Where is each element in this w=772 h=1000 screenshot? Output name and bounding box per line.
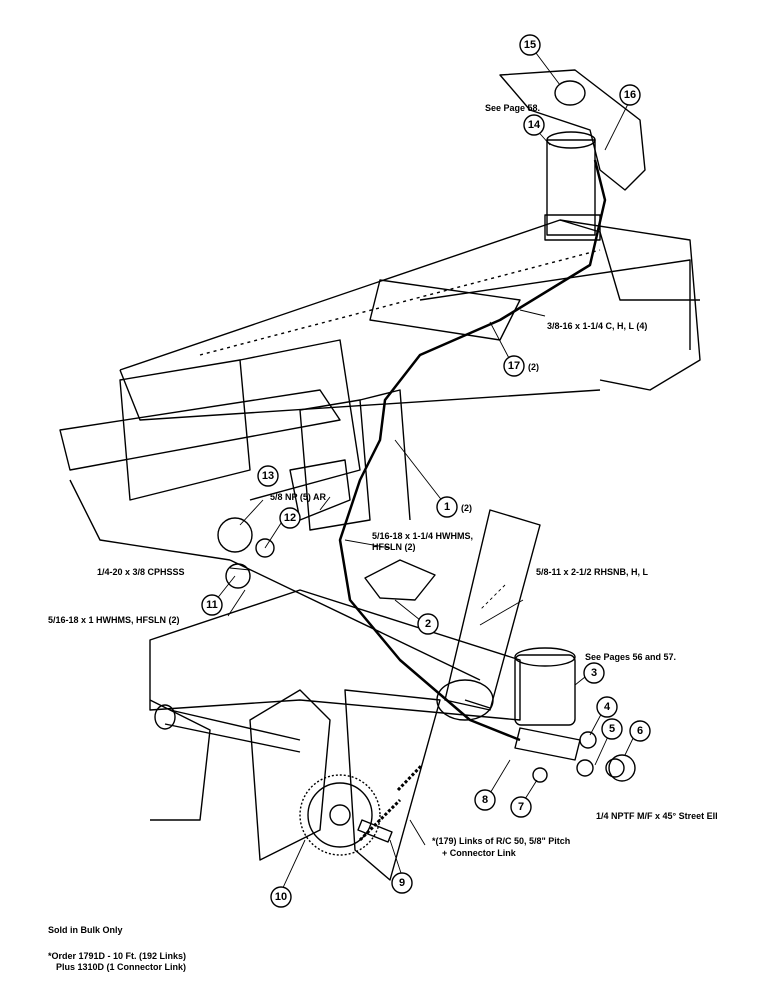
callout-15: 15 bbox=[519, 34, 541, 56]
lower-frame bbox=[149, 559, 521, 821]
svg-text:(2): (2) bbox=[528, 362, 539, 372]
callout-2: 2 bbox=[417, 613, 439, 635]
callout-14: 14 bbox=[523, 114, 545, 136]
sold-in-bulk-note: Sold in Bulk Only bbox=[48, 925, 123, 935]
callouts: 1 (2) 2 3 4 5 6 7 8 9 10 11 12 13 14 15 1… bbox=[201, 34, 651, 908]
pump-fittings bbox=[532, 731, 636, 783]
bearing-plate bbox=[249, 689, 331, 861]
svg-text:10: 10 bbox=[275, 891, 287, 903]
idler-arm bbox=[344, 509, 541, 881]
drive-sprocket bbox=[299, 774, 381, 856]
part-labels: See Page 58. 3/8-16 x 1-1/4 C, H, L (4) … bbox=[48, 103, 718, 858]
rear-frame bbox=[69, 339, 411, 561]
svg-text:5: 5 bbox=[609, 723, 615, 735]
callout-4: 4 bbox=[596, 696, 618, 718]
callout-9: 9 bbox=[391, 872, 413, 894]
svg-text:11: 11 bbox=[206, 599, 218, 611]
svg-text:1: 1 bbox=[444, 501, 450, 513]
svg-text:7: 7 bbox=[518, 801, 524, 813]
gear-assembly bbox=[217, 459, 351, 589]
callout-12: 12 bbox=[279, 507, 301, 529]
drive-shaft bbox=[154, 704, 301, 753]
bolt-nine bbox=[357, 819, 393, 843]
svg-text:4: 4 bbox=[604, 701, 611, 713]
bolt-516-18-114-label-line2: HFSLN (2) bbox=[372, 542, 416, 552]
callout-6: 6 bbox=[629, 720, 651, 742]
callout-7: 7 bbox=[510, 796, 532, 818]
screw-14-20-label: 1/4-20 x 3/8 CPHSSS bbox=[97, 567, 185, 577]
svg-text:16: 16 bbox=[624, 89, 636, 101]
see-page-58-label: See Page 58. bbox=[485, 103, 540, 113]
top-shield bbox=[499, 69, 646, 191]
np-58-label: 5/8 NP (5) AR bbox=[270, 492, 327, 502]
svg-text:8: 8 bbox=[482, 794, 488, 806]
svg-text:2: 2 bbox=[425, 618, 431, 630]
bolt-38-16-label: 3/8-16 x 1-1/4 C, H, L (4) bbox=[547, 321, 647, 331]
svg-text:9: 9 bbox=[399, 877, 405, 889]
roller-chain bbox=[358, 763, 424, 842]
order-note-line1: *Order 1791D - 10 Ft. (192 Links) bbox=[48, 951, 187, 961]
chain-links-label: *(179) Links of R/C 50, 5/8" Pitch bbox=[432, 836, 570, 846]
cross-bar bbox=[59, 279, 521, 471]
callout-10: 10 bbox=[270, 886, 292, 908]
bolt-516-18-1-label: 5/16-18 x 1 HWHMS, HFSLN (2) bbox=[48, 615, 180, 625]
callout-8: 8 bbox=[474, 789, 496, 811]
svg-text:17: 17 bbox=[508, 360, 520, 372]
bolt-516-18-114-label: 5/16-18 x 1-1/4 HWHMS, bbox=[372, 531, 473, 541]
svg-text:14: 14 bbox=[528, 119, 541, 131]
carriage-bolt bbox=[464, 699, 491, 709]
callout-5: 5 bbox=[601, 718, 623, 740]
svg-text:15: 15 bbox=[524, 39, 536, 51]
callout-11: 11 bbox=[201, 594, 223, 616]
callout-13: 13 bbox=[257, 465, 279, 487]
callout-17: 17 (2) bbox=[503, 355, 539, 377]
svg-text:13: 13 bbox=[262, 470, 274, 482]
mounting-bracket bbox=[364, 559, 436, 601]
order-note-line2: Plus 1310D (1 Connector Link) bbox=[56, 962, 187, 972]
see-pages-56-57-label: See Pages 56 and 57. bbox=[585, 652, 676, 662]
callout-16: 16 bbox=[619, 84, 641, 106]
oil-hose bbox=[338, 159, 607, 742]
svg-text:(2): (2) bbox=[461, 503, 472, 513]
oil-reservoir bbox=[544, 131, 601, 241]
chain-links-label-line2: + Connector Link bbox=[442, 848, 517, 858]
callout-3: 3 bbox=[583, 662, 605, 684]
oil-pump bbox=[514, 647, 581, 761]
main-frame-beam bbox=[119, 219, 701, 421]
leader-lines bbox=[211, 44, 638, 893]
svg-text:6: 6 bbox=[637, 725, 643, 737]
svg-text:3: 3 bbox=[591, 667, 597, 679]
street-ell-label: 1/4 NPTF M/F x 45° Street Ell bbox=[596, 811, 718, 821]
svg-text:12: 12 bbox=[284, 512, 296, 524]
callout-1: 1 (2) bbox=[436, 496, 472, 518]
bolt-58-11-label: 5/8-11 x 2-1/2 RHSNB, H, L bbox=[536, 567, 649, 577]
